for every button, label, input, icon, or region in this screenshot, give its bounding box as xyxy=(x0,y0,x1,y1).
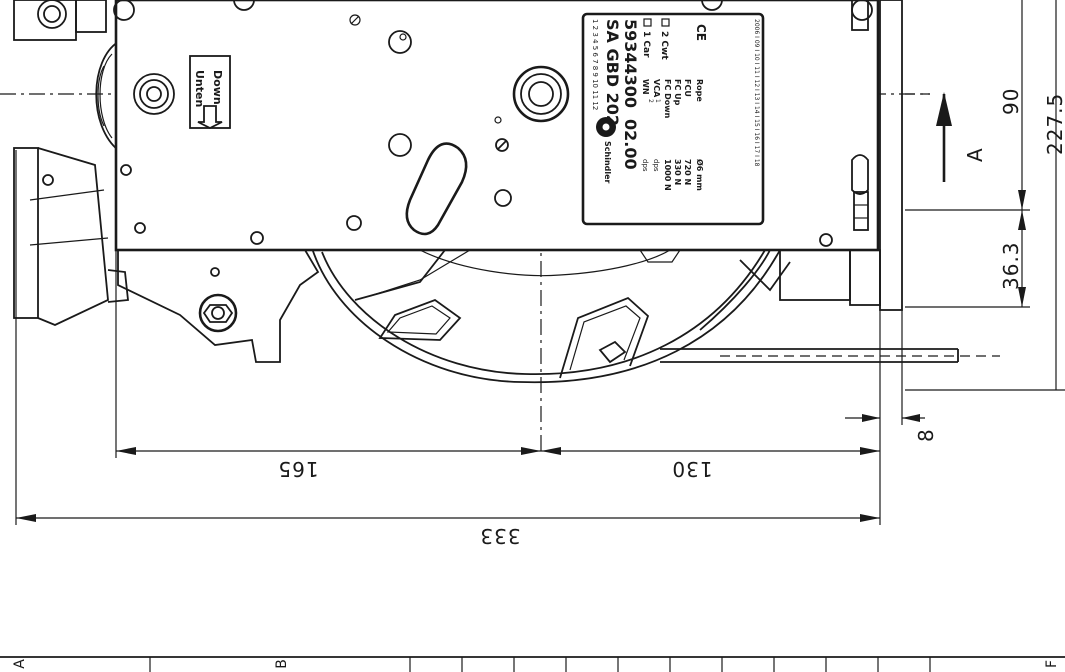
title-block-col-f: F xyxy=(1044,660,1060,668)
direction-label: Down Unten xyxy=(189,55,231,130)
rope-wheel xyxy=(311,247,791,384)
nameplate-vca-2: 2 xyxy=(647,99,654,103)
nameplate-field-wn: WN xyxy=(641,79,650,95)
dim-height-upper: 90 xyxy=(999,88,1023,115)
dim-right-span: 130 xyxy=(671,457,712,481)
nameplate-field-rope: Rope xyxy=(695,79,704,102)
dim-height-total: 227.5 xyxy=(1043,93,1065,155)
direction-label-line1: Down xyxy=(211,70,224,105)
nameplate-field-vca: VCA xyxy=(652,79,661,98)
nameplate-option-1: 1 Car xyxy=(641,31,651,58)
nameplate-field-fcu: FCU xyxy=(683,79,692,97)
section-marker: A xyxy=(905,92,987,182)
direction-label-line2: Unten xyxy=(193,70,206,107)
dim-left-span: 165 xyxy=(277,457,318,481)
nameplate-version: 02.00 xyxy=(621,119,640,170)
title-block-col-a: A xyxy=(12,659,28,669)
left-mechanism xyxy=(13,0,320,363)
section-marker-label: A xyxy=(963,147,987,162)
nameplate-field-fc-down: FC Down xyxy=(663,79,672,119)
nameplate-val-fcu: 720 N xyxy=(683,159,692,185)
nameplate-field-fc-up: FC Up xyxy=(673,79,682,106)
main-plate xyxy=(113,0,880,252)
nameplate-part-no: 59344300 xyxy=(621,19,640,108)
arrow-up-icon xyxy=(936,92,952,126)
dim-overall-width: 333 xyxy=(479,524,520,548)
nameplate: 1 2 3 4 5 6 7 8 9 10 11 12 2006 I 09 I 1… xyxy=(581,12,765,226)
nameplate-val-dps1: dps xyxy=(641,159,649,172)
nameplate-scale-top: 1 2 3 4 5 6 7 8 9 10 11 12 xyxy=(591,19,599,110)
dimensions: 165 130 333 8 90 36.3 227.5 xyxy=(15,0,1065,548)
nameplate-vca-1: 1 xyxy=(654,99,661,103)
nameplate-option-2: 2 Cwt xyxy=(659,31,669,60)
nameplate-model: SA GBD 202 xyxy=(603,19,622,126)
dim-offset: 8 xyxy=(914,428,938,442)
nameplate-val-dps2: dps xyxy=(652,159,660,172)
nameplate-val-up: 330 N xyxy=(673,159,682,185)
nameplate-brand: Schindler xyxy=(603,141,612,184)
nameplate-val-down: 1000 N xyxy=(663,159,672,191)
checkbox-car-icon xyxy=(643,18,652,27)
dim-height-lower: 36.3 xyxy=(999,241,1023,290)
nameplate-ce-mark: CE xyxy=(694,24,708,41)
title-block-col-b: B xyxy=(274,659,290,669)
nameplate-val-rope: Ø6 mm xyxy=(695,159,705,191)
nameplate-scale-bottom: 2006 I 09 I 10 I 11 I 12 I 13 I 14 I 15 … xyxy=(753,19,760,167)
rope xyxy=(660,348,1000,363)
checkbox-cwt-icon xyxy=(661,18,670,27)
title-block: A B F xyxy=(0,656,1065,672)
